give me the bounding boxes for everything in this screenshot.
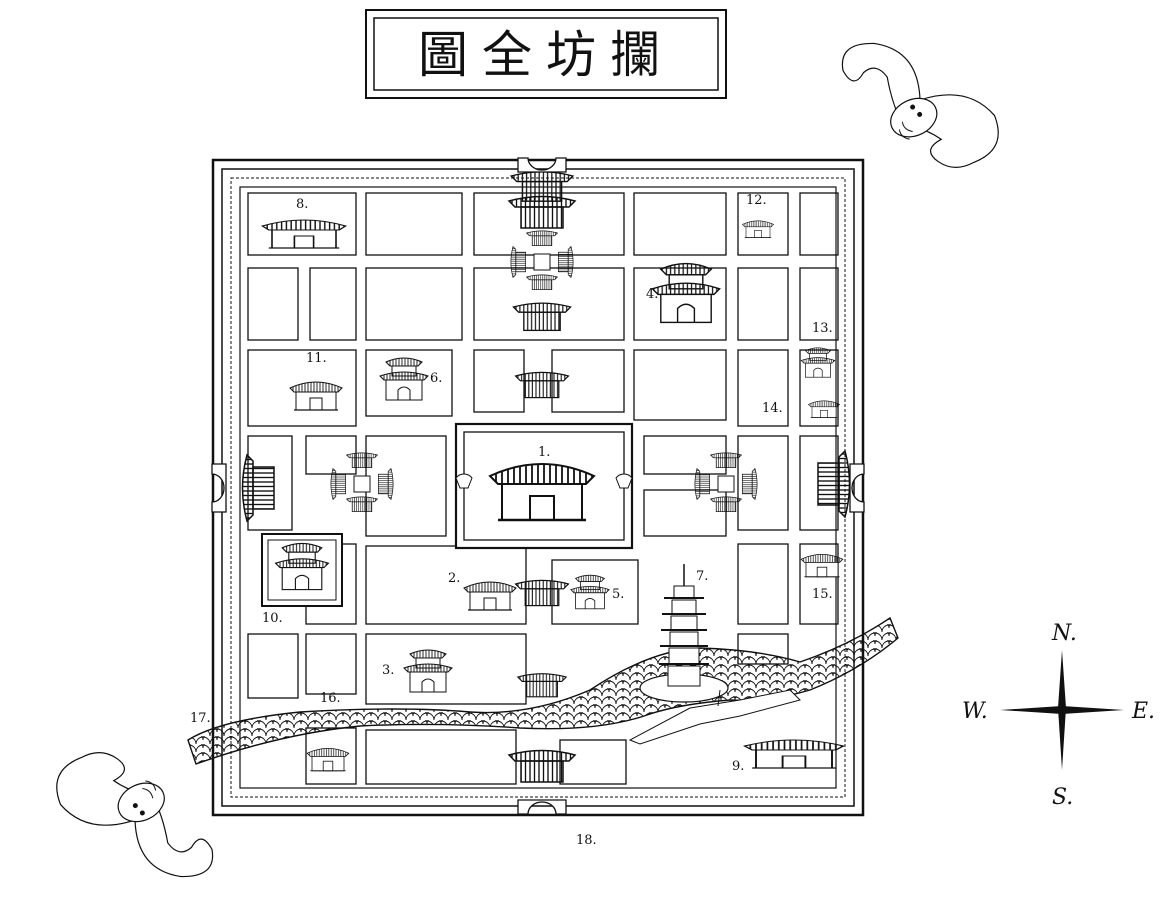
- map-title: 圖全坊攔: [418, 26, 674, 84]
- label-3: 3.: [382, 663, 394, 678]
- label-9: 9.: [732, 759, 744, 774]
- label-4: 4.: [646, 287, 658, 302]
- label-17: 17.: [190, 711, 211, 726]
- building-12: [742, 220, 774, 238]
- compass-east: E.: [1131, 699, 1155, 724]
- label-18: 18.: [576, 833, 597, 848]
- gate-tower-icon: [211, 157, 865, 815]
- pagoda-icon: [659, 564, 709, 687]
- label-15: 15.: [812, 587, 833, 602]
- label-10: 10.: [262, 611, 283, 626]
- label-11: 11.: [306, 351, 327, 366]
- map-labels: 1. 2. 3. 4. 5. 6. 7. 8. 9. 10. 11. 12. 1…: [190, 193, 833, 848]
- label-14: 14.: [762, 401, 783, 416]
- label-8: 8.: [296, 197, 308, 212]
- enclosure-10: [261, 533, 343, 607]
- compass-south: S.: [1052, 785, 1073, 810]
- label-1: 1.: [538, 445, 550, 460]
- compass-west: W.: [962, 699, 988, 724]
- label-13: 13.: [812, 321, 833, 336]
- building-8: [261, 219, 347, 249]
- label-7: 7.: [696, 569, 708, 584]
- label-5: 5.: [612, 587, 624, 602]
- building-11: [289, 381, 343, 411]
- compass-north: N.: [1051, 621, 1077, 646]
- building-9: [743, 738, 845, 770]
- building-15: [800, 553, 844, 578]
- label-6: 6.: [430, 371, 442, 386]
- building-14: [808, 400, 840, 418]
- label-2: 2.: [448, 571, 460, 586]
- building-2: [463, 581, 517, 611]
- title-cartouche: 圖全坊攔: [365, 9, 727, 99]
- compass-rose-icon: N. S. E. W.: [962, 621, 1155, 810]
- palace-enclosure: [454, 422, 634, 550]
- river: [187, 616, 899, 765]
- label-16: 16.: [320, 691, 341, 706]
- building-16: [306, 747, 350, 772]
- label-12: 12.: [746, 193, 767, 208]
